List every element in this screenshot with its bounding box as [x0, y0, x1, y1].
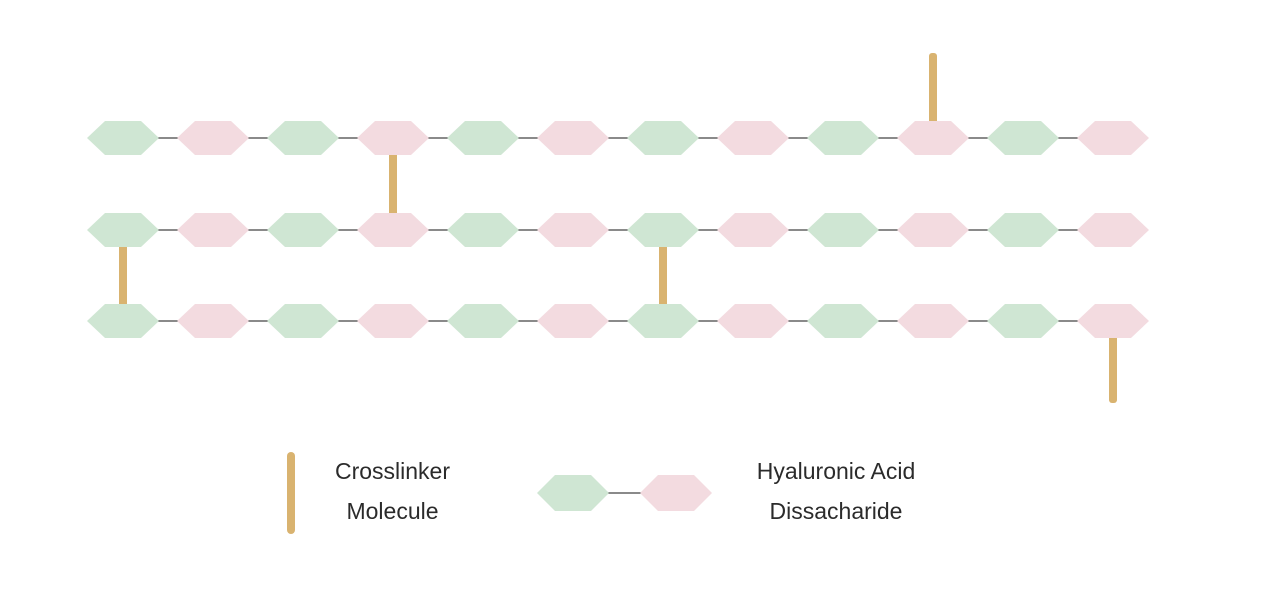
legend-hyaluronic-acid-label: Hyaluronic Acid Dissacharide	[726, 451, 946, 531]
crosslinker-molecule	[1109, 321, 1117, 403]
n-acetylglucosamine-unit	[177, 304, 249, 338]
legend	[287, 452, 712, 534]
n-acetylglucosamine-unit	[177, 121, 249, 155]
legend-crosslinker-icon	[287, 452, 295, 534]
legend-ha-label-line2: Dissacharide	[769, 498, 903, 524]
n-acetylglucosamine-unit	[717, 121, 789, 155]
disaccharide-units	[87, 121, 1149, 338]
glucuronic-unit	[447, 121, 519, 155]
glucuronic-unit	[807, 213, 879, 247]
n-acetylglucosamine-unit	[537, 213, 609, 247]
n-acetylglucosamine-unit	[897, 213, 969, 247]
crosslinker-molecule	[119, 230, 127, 321]
n-acetylglucosamine-unit	[717, 304, 789, 338]
n-acetylglucosamine-unit	[1077, 304, 1149, 338]
n-acetylglucosamine-unit	[177, 213, 249, 247]
glucuronic-unit	[807, 121, 879, 155]
glucuronic-unit	[987, 304, 1059, 338]
glucuronic-unit	[87, 304, 159, 338]
n-acetylglucosamine-unit	[1077, 121, 1149, 155]
legend-crosslinker-label-line2: Molecule	[346, 498, 439, 524]
legend-crosslinker-label-line1: Crosslinker	[334, 458, 451, 484]
glucuronic-unit	[627, 213, 699, 247]
n-acetylglucosamine-unit	[357, 213, 429, 247]
legend-ha-label-line1: Hyaluronic Acid	[756, 458, 916, 484]
glucuronic-unit	[627, 121, 699, 155]
n-acetylglucosamine-unit	[897, 121, 969, 155]
n-acetylglucosamine-unit	[717, 213, 789, 247]
glucuronic-unit	[807, 304, 879, 338]
legend-pink-unit-icon	[640, 475, 712, 511]
glucuronic-unit	[447, 213, 519, 247]
crosslinker-molecule	[929, 53, 937, 138]
n-acetylglucosamine-unit	[897, 304, 969, 338]
glucuronic-unit	[267, 304, 339, 338]
glucuronic-unit	[447, 304, 519, 338]
glucuronic-unit	[87, 213, 159, 247]
legend-crosslinker-label: Crosslinker Molecule	[310, 451, 475, 531]
crosslinker-molecule	[659, 230, 667, 321]
n-acetylglucosamine-unit	[537, 304, 609, 338]
glucuronic-unit	[267, 213, 339, 247]
n-acetylglucosamine-unit	[537, 121, 609, 155]
n-acetylglucosamine-unit	[1077, 213, 1149, 247]
crosslinkers	[119, 53, 1117, 403]
glucuronic-unit	[87, 121, 159, 155]
glucuronic-unit	[627, 304, 699, 338]
glucuronic-unit	[987, 213, 1059, 247]
legend-green-unit-icon	[537, 475, 609, 511]
n-acetylglucosamine-unit	[357, 121, 429, 155]
glucuronic-unit	[987, 121, 1059, 155]
crosslinker-molecule	[389, 138, 397, 230]
n-acetylglucosamine-unit	[357, 304, 429, 338]
glucuronic-unit	[267, 121, 339, 155]
